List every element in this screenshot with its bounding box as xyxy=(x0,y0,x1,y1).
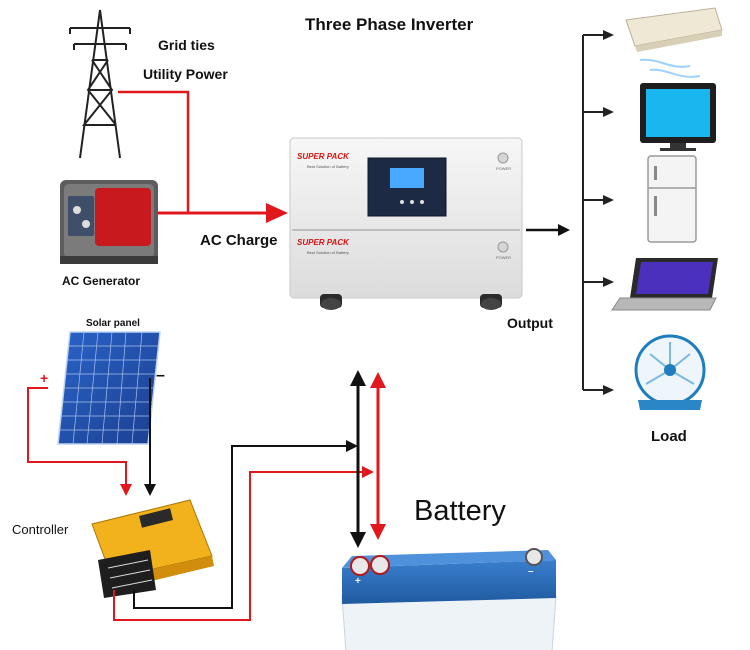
output-label: Output xyxy=(507,315,553,331)
controller-label: Controller xyxy=(12,522,69,537)
inverter-cabinet xyxy=(289,137,523,310)
inverter-brand-top: SUPER PACK xyxy=(297,152,349,161)
transmission-tower-icon xyxy=(69,9,131,159)
battery-minus-mark: – xyxy=(528,566,534,577)
battery-plus-mark: + xyxy=(355,576,361,587)
solar-panel-label: Solar panel xyxy=(86,318,140,329)
inverter-brand-bottom: SUPER PACK xyxy=(297,238,349,247)
grid-wire xyxy=(118,90,190,213)
battery-label: Battery xyxy=(414,495,506,527)
inverter-power-top: POWER xyxy=(496,166,512,171)
inverter-power-bottom: POWER xyxy=(496,255,512,260)
load-bus xyxy=(582,34,605,391)
laptop-icon xyxy=(611,258,718,311)
solar-minus-label: – xyxy=(156,367,165,384)
utility-power-label: Utility Power xyxy=(143,66,228,82)
solar-panel-icon xyxy=(57,331,161,445)
ac-generator-label: AC Generator xyxy=(62,274,141,288)
generator-icon xyxy=(60,180,158,264)
diagram-title: Three Phase Inverter xyxy=(305,15,474,34)
inverter-sub-bottom: Best Solution of Battery xyxy=(307,250,349,255)
battery-icon xyxy=(341,548,557,650)
ac-charge-label: AC Charge xyxy=(200,232,278,249)
solar-plus-label: + xyxy=(40,370,49,386)
air-conditioner-icon xyxy=(625,7,723,78)
inverter-sub-top: Best Solution of Battery xyxy=(307,164,349,169)
controller-icon xyxy=(91,499,214,598)
grid-ties-label: Grid ties xyxy=(158,37,215,53)
load-label: Load xyxy=(651,428,687,445)
fan-icon xyxy=(634,334,706,410)
tv-icon xyxy=(640,83,716,151)
fridge-icon xyxy=(647,155,697,243)
